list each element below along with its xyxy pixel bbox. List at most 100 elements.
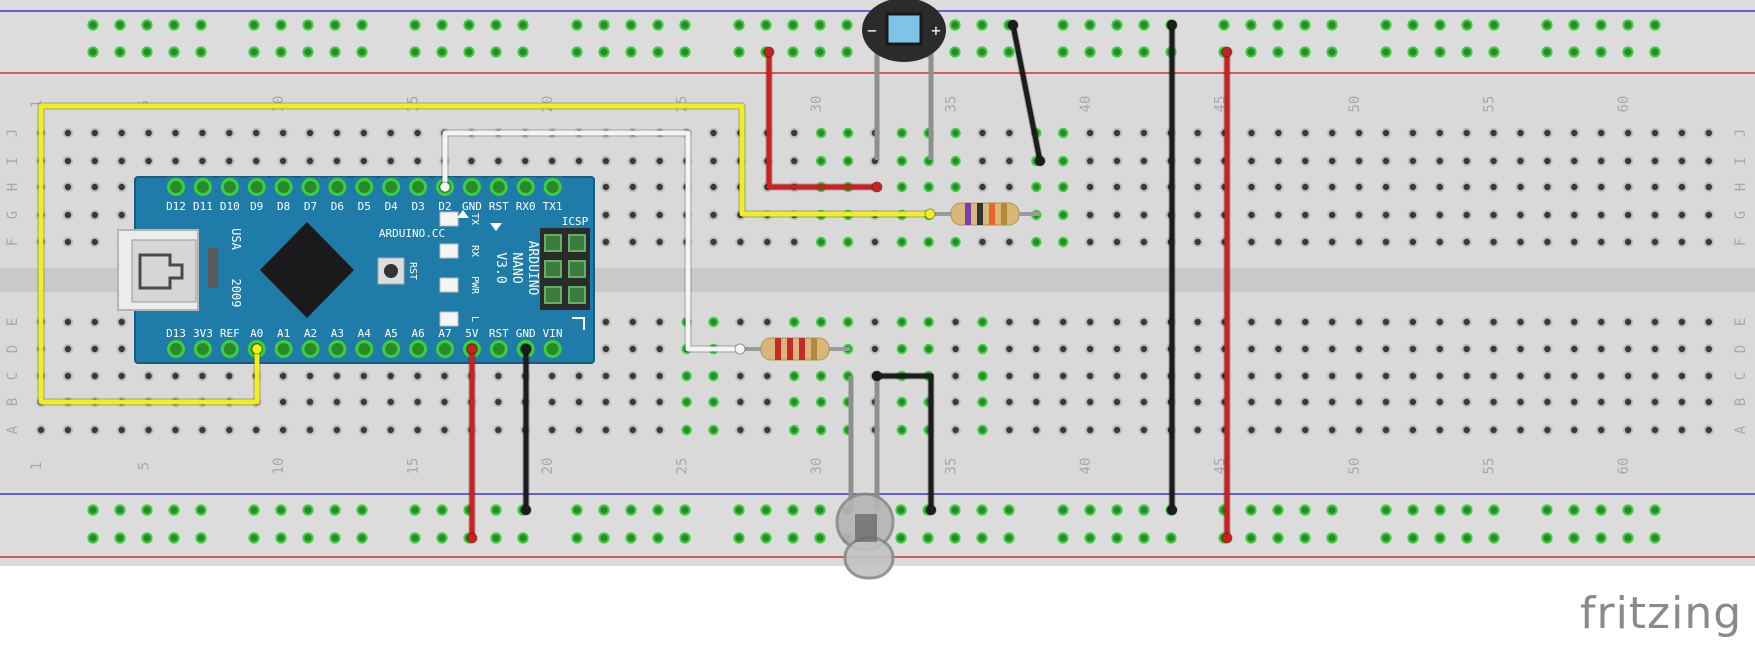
breadboard-hole [1327, 181, 1338, 193]
arduino-pin [274, 178, 293, 196]
arduino-pin [355, 178, 374, 196]
power-rail-hole [1057, 504, 1069, 516]
arduino-bottom-pin-label: A6 [411, 327, 424, 340]
arduino-bottom-pin-label: A1 [277, 327, 290, 340]
breadboard-hole [654, 370, 665, 382]
arduino-bottom-pin-label: GND [516, 327, 536, 340]
breadboard-hole [950, 155, 961, 167]
arduino-pin [489, 340, 508, 358]
breadboard-hole [277, 424, 289, 436]
power-rail-hole [463, 46, 475, 58]
power-rail-hole [168, 46, 180, 58]
breadboard-hole [493, 396, 504, 408]
column-number-top: 60 [1616, 96, 1632, 113]
breadboard-hole [1622, 316, 1634, 328]
power-rail-hole [625, 46, 637, 58]
breadboard-hole [1111, 424, 1123, 436]
breadboard-hole [600, 236, 612, 248]
breadboard-hole [627, 181, 638, 193]
breadboard-hole [1192, 396, 1203, 408]
arduino-pin [220, 340, 239, 358]
photodiode-window [885, 12, 923, 46]
breadboard-hole [385, 370, 396, 382]
breadboard-hole [1327, 236, 1338, 248]
breadboard-hole [654, 209, 665, 221]
row-letter: A [1733, 425, 1749, 434]
breadboard-hole [1515, 370, 1526, 382]
power-rail-hole [1649, 504, 1661, 516]
breadboard-hole [654, 396, 665, 408]
arduino-top-pin-label: D7 [304, 200, 317, 213]
breadboard-hole [1542, 181, 1553, 193]
breadboard-hole [1596, 209, 1607, 221]
breadboard-hole [1515, 181, 1526, 193]
usb-connector-inner [131, 239, 197, 303]
breadboard-hole [1084, 316, 1096, 328]
power-rail-hole [679, 532, 691, 544]
power-rail-hole [1649, 46, 1661, 58]
row-letter: D [5, 345, 21, 353]
breadboard-hole [1300, 209, 1311, 221]
power-rail-hole [625, 19, 637, 31]
arduino-pin [193, 340, 212, 358]
row-letter: D [1733, 345, 1749, 353]
breadboard-hole [708, 236, 719, 248]
power-rail-hole [814, 19, 826, 31]
wire-black-diagonal [1010, 22, 1043, 164]
power-rail-hole [976, 46, 988, 58]
breadboard-hole [869, 316, 881, 328]
breadboard-hole [358, 155, 369, 167]
breadboard-hole [815, 316, 827, 328]
breadboard-hole [1084, 343, 1096, 355]
breadboard-hole [143, 370, 154, 382]
breadboard-hole [1569, 127, 1580, 139]
power-rail-hole [1245, 532, 1257, 544]
fritzing-logo: fritzing [1580, 588, 1743, 639]
power-rail-hole [1326, 46, 1338, 58]
power-rail-hole [1488, 504, 1500, 516]
breadboard-hole [1084, 155, 1096, 167]
breadboard-hole [62, 424, 74, 436]
breadboard-hole [1300, 343, 1311, 355]
breadboard-hole [815, 370, 827, 382]
breadboard-hole [1031, 396, 1042, 408]
breadboard-hole [1353, 370, 1365, 382]
breadboard-hole [1246, 209, 1257, 221]
breadboard-hole [116, 181, 127, 193]
reset-button-cap[interactable] [384, 264, 398, 278]
breadboard-hole [385, 424, 396, 436]
arduino-top-pin-label: TX1 [543, 200, 563, 213]
arduino-pin [382, 340, 401, 358]
power-rail-hole [733, 504, 745, 516]
breadboard-hole [950, 396, 961, 408]
power-rail-hole [517, 532, 529, 544]
breadboard-hole [708, 181, 719, 193]
rx-led [439, 243, 459, 259]
pwr-led [439, 277, 459, 293]
power-rail-hole [787, 504, 799, 516]
breadboard-hole [789, 424, 800, 436]
breadboard-hole [1407, 343, 1419, 355]
breadboard-hole [1111, 316, 1123, 328]
breadboard-hole [708, 370, 719, 382]
breadboard-hole [1676, 155, 1688, 167]
breadboard-hole [1084, 424, 1096, 436]
arduino-pin [301, 340, 320, 358]
arduino-website-label: ARDUINO.CC [379, 227, 445, 240]
breadboard-hole [1273, 343, 1284, 355]
breadboard-hole [950, 343, 961, 355]
breadboard-hole [1111, 396, 1123, 408]
breadboard-hole [89, 370, 101, 382]
column-number-top: 55 [1482, 96, 1498, 113]
column-number-bottom: 25 [675, 458, 691, 475]
breadboard-hole [1622, 370, 1634, 382]
breadboard-hole [1488, 343, 1499, 355]
breadboard-hole [1703, 370, 1715, 382]
column-number-bottom: 30 [809, 458, 825, 475]
breadboard-hole [251, 155, 262, 167]
breadboard-hole [654, 236, 665, 248]
breadboard-hole [1300, 370, 1311, 382]
power-rail-hole [302, 532, 314, 544]
